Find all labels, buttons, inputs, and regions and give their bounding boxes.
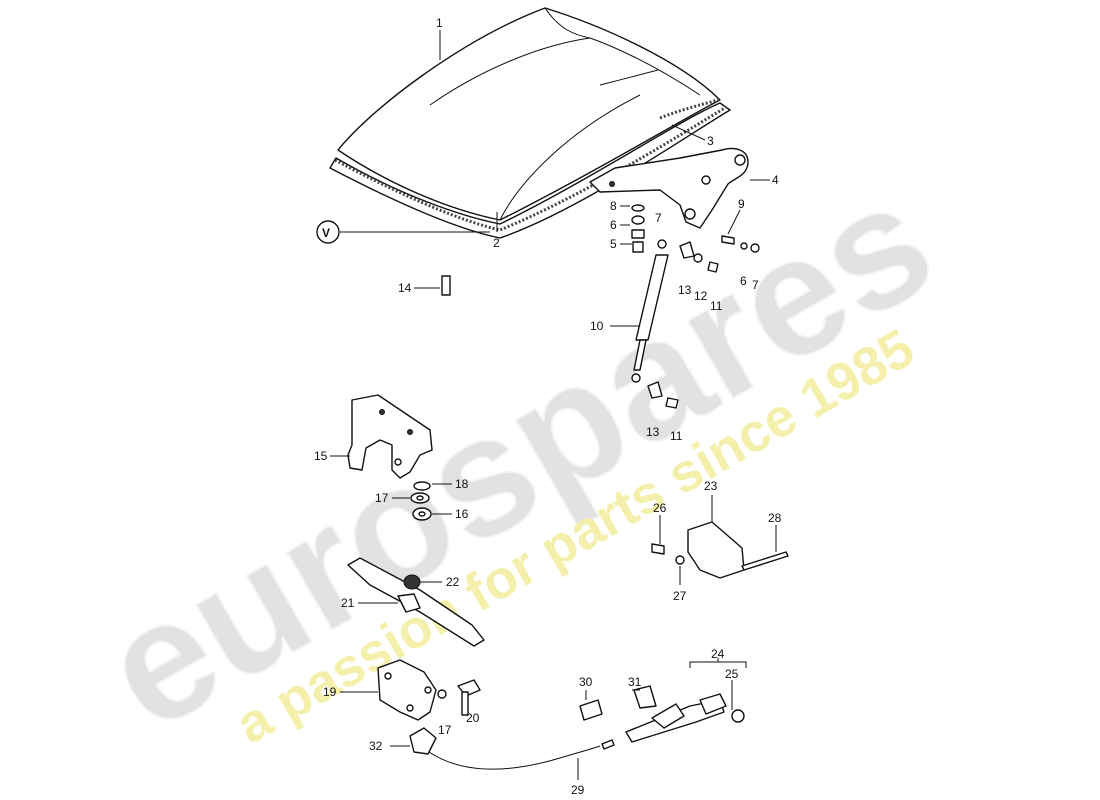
callout-8: 8 bbox=[610, 199, 617, 213]
callout-17a: 17 bbox=[375, 491, 389, 505]
callout-17b: 17 bbox=[438, 723, 452, 737]
callout-31: 31 bbox=[628, 675, 642, 689]
callout-29: 29 bbox=[571, 783, 585, 797]
callout-27: 27 bbox=[673, 589, 687, 603]
callout-13a: 13 bbox=[678, 283, 692, 297]
callout-30: 30 bbox=[579, 675, 593, 689]
cover-plate bbox=[651, 521, 789, 579]
callout-26: 26 bbox=[653, 501, 667, 515]
lower-clip-group bbox=[647, 381, 679, 409]
lock-mechanism bbox=[377, 659, 481, 721]
callout-24: 24 bbox=[711, 647, 725, 661]
callout-1: 1 bbox=[436, 16, 443, 30]
callout-2: 2 bbox=[493, 236, 500, 250]
symbol-glyph: V bbox=[322, 226, 330, 240]
callout-11a: 11 bbox=[710, 299, 723, 313]
callout-20: 20 bbox=[466, 711, 480, 725]
callout-16: 16 bbox=[455, 507, 469, 521]
callout-7a: 7 bbox=[655, 211, 662, 225]
right-fastener-group bbox=[721, 235, 760, 253]
striker-plate bbox=[347, 557, 485, 647]
callout-14: 14 bbox=[398, 281, 412, 295]
callout-22: 22 bbox=[446, 575, 460, 589]
callout-23: 23 bbox=[704, 479, 718, 493]
hood-hinge bbox=[589, 147, 749, 229]
callout-6a: 6 bbox=[610, 218, 617, 232]
callout-21: 21 bbox=[341, 596, 355, 610]
callout-19: 19 bbox=[323, 685, 337, 699]
leader-lines bbox=[330, 30, 777, 780]
small-bolt bbox=[441, 275, 451, 296]
callout-13b: 13 bbox=[646, 425, 660, 439]
callout-6b: 6 bbox=[740, 274, 747, 288]
upper-clip-group bbox=[679, 241, 719, 273]
callout-11b: 11 bbox=[670, 429, 683, 443]
callout-12: 12 bbox=[694, 289, 708, 303]
lock-bracket bbox=[347, 394, 433, 479]
gas-strut bbox=[631, 239, 669, 383]
callout-18: 18 bbox=[455, 477, 469, 491]
watermark: eurospares a passion for parts since 198… bbox=[73, 143, 964, 768]
watermark-brand: eurospares bbox=[74, 144, 963, 767]
callout-3: 3 bbox=[707, 134, 714, 148]
hood-lid bbox=[329, 7, 731, 239]
callout-25: 25 bbox=[725, 667, 739, 681]
small-fastener-stack bbox=[631, 204, 645, 253]
callout-10: 10 bbox=[590, 319, 604, 333]
bracket-washers bbox=[410, 481, 432, 521]
callout-32: 32 bbox=[369, 739, 383, 753]
callout-4: 4 bbox=[772, 173, 779, 187]
reference-symbol: V bbox=[316, 220, 340, 244]
callout-5: 5 bbox=[610, 237, 617, 251]
callout-28: 28 bbox=[768, 511, 782, 525]
callout-7b: 7 bbox=[752, 278, 759, 292]
release-assembly bbox=[579, 685, 745, 743]
callout-9: 9 bbox=[738, 197, 745, 211]
release-cable bbox=[409, 727, 615, 770]
callout-15: 15 bbox=[314, 449, 328, 463]
callout-labels: 1 2 3 4 5 6 7 8 9 10 13 12 11 6 7 13 11 … bbox=[314, 16, 782, 797]
